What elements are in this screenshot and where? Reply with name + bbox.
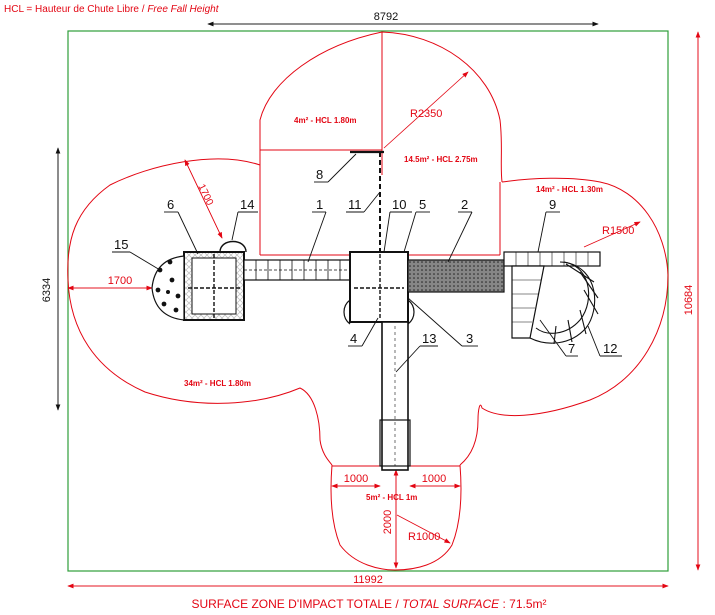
callout-11: 11 xyxy=(348,197,362,212)
dimension-bottom-depth: 2000 xyxy=(382,469,399,569)
left-arch xyxy=(219,240,247,253)
legend-italic: Free Fall Height xyxy=(147,4,219,15)
callout-4: 4 xyxy=(350,331,357,346)
callout-5: 5 xyxy=(419,197,426,212)
dimension-bottom-label: 11992 xyxy=(353,574,383,586)
total-surface-footer: SURFACE ZONE D'IMPACT TOTALE / TOTAL SUR… xyxy=(191,597,546,611)
zone-label-right: 14m² - HCL 1.30m xyxy=(536,185,603,194)
zone-label-left: 34m² - HCL 1.80m xyxy=(184,379,251,388)
impact-zone-outline xyxy=(67,31,669,571)
radius-top: R2350 xyxy=(383,71,469,149)
footer-italic: TOTAL SURFACE xyxy=(402,597,500,611)
callout-numbers: 1 2 3 4 5 6 7 8 9 10 11 12 13 14 15 xyxy=(114,167,617,356)
footer-prefix: SURFACE ZONE D'IMPACT TOTALE / xyxy=(191,597,402,611)
dimension-right-label: 10684 xyxy=(683,285,695,316)
dimension-left: 6334 xyxy=(41,147,61,411)
callout-1: 1 xyxy=(316,197,323,212)
radius-bottom: R1000 xyxy=(396,514,451,544)
dimension-bottom-left: 1000 xyxy=(331,473,381,489)
dimension-bottom-depth-label: 2000 xyxy=(382,510,394,534)
callout-6: 6 xyxy=(167,197,174,212)
callout-7: 7 xyxy=(568,341,575,356)
zone-label-top-main: 14.5m² - HCL 2.75m xyxy=(404,155,478,164)
legend-prefix: HCL = Hauteur de Chute Libre / xyxy=(4,4,147,15)
radius-right-label: R1500 xyxy=(602,225,634,237)
dimension-diagonal-offset: 1700 xyxy=(184,159,223,239)
callout-8: 8 xyxy=(316,167,323,182)
dimension-top-label: 8792 xyxy=(374,11,398,23)
dimension-bottom-right-label: 1000 xyxy=(422,473,446,485)
callout-12: 12 xyxy=(603,341,617,356)
site-boundary-frame xyxy=(67,30,669,572)
legend-text: HCL = Hauteur de Chute Libre / Free Fall… xyxy=(4,4,220,15)
dimension-bottom-right: 1000 xyxy=(409,473,461,489)
dimension-right: 10684 xyxy=(683,31,701,571)
callout-10: 10 xyxy=(392,197,406,212)
callout-15: 15 xyxy=(114,237,128,252)
dimension-left-offset-label: 1700 xyxy=(108,275,132,287)
zone-label-top-small: 4m² - HCL 1.80m xyxy=(294,116,357,125)
zone-label-bottom: 5m² - HCL 1m xyxy=(366,493,417,502)
footer-suffix: : 71.5m² xyxy=(499,597,546,611)
radius-right: R1500 xyxy=(583,221,641,248)
callout-13: 13 xyxy=(422,331,436,346)
dimension-left-label: 6334 xyxy=(41,278,53,302)
callout-9: 9 xyxy=(549,197,556,212)
dimension-left-offset: 1700 xyxy=(67,275,153,291)
callouts xyxy=(112,153,622,373)
radius-top-label: R2350 xyxy=(410,108,442,120)
radius-bottom-label: R1000 xyxy=(408,531,440,543)
right-ramp xyxy=(511,265,545,339)
dimension-bottom: 11992 xyxy=(67,574,669,589)
dimension-top: 8792 xyxy=(207,11,599,27)
callout-14: 14 xyxy=(240,197,254,212)
dimension-bottom-left-label: 1000 xyxy=(344,473,368,485)
central-tower xyxy=(349,251,409,323)
callout-2: 2 xyxy=(461,197,468,212)
dimension-diagonal-label: 1700 xyxy=(195,182,215,207)
callout-3: 3 xyxy=(466,331,473,346)
equipment-structure xyxy=(151,150,601,471)
